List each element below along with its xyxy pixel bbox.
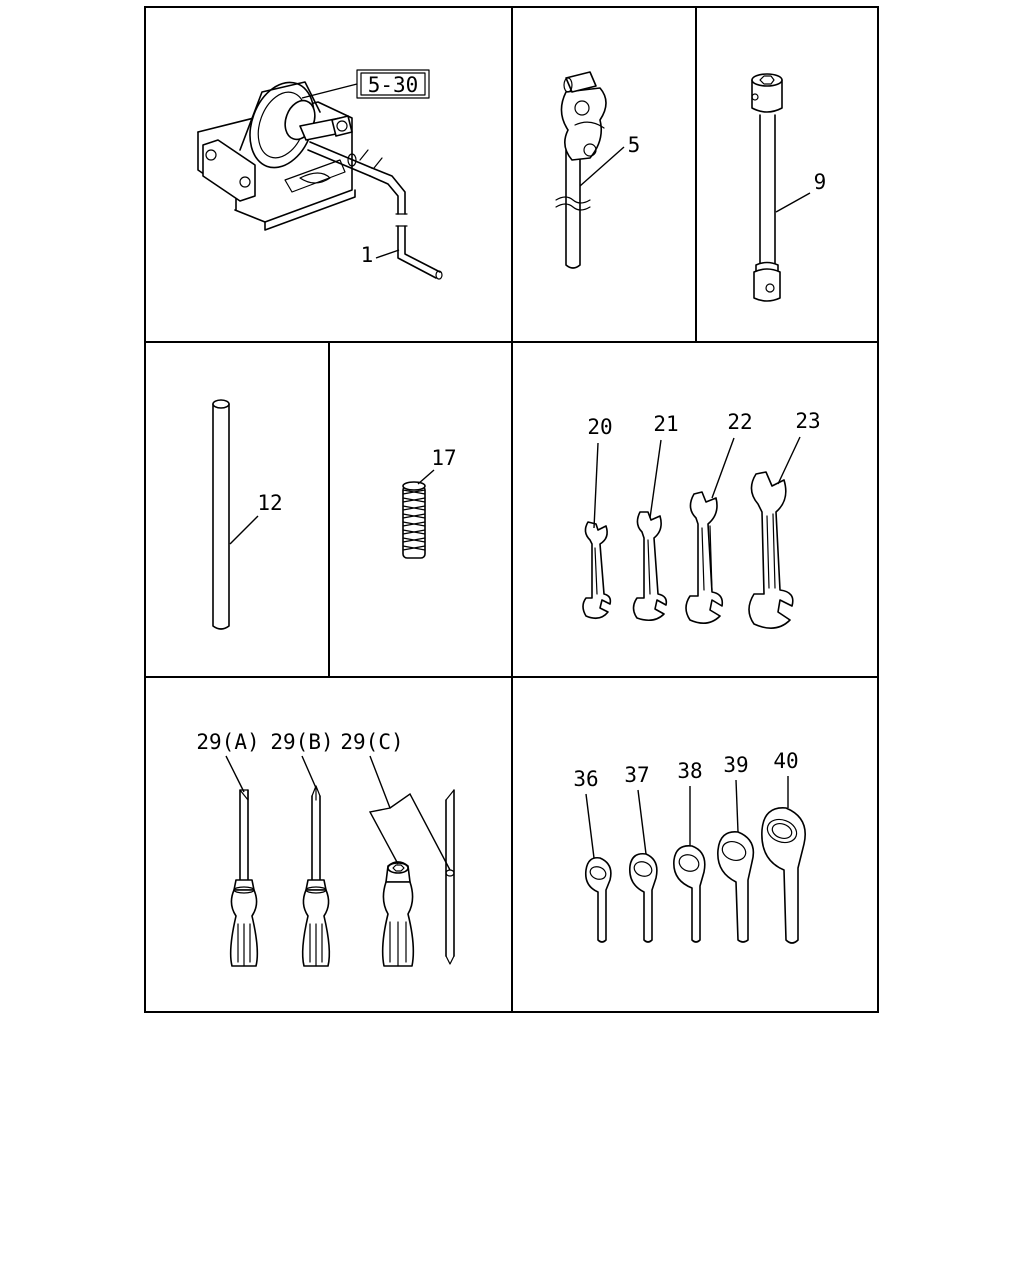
wrench-23-drawing [748, 471, 794, 629]
callout-21: 21 [649, 412, 679, 519]
part-number-17: 17 [431, 446, 456, 470]
wrench-37-drawing [628, 852, 658, 943]
callout-17: 17 [417, 446, 457, 485]
panel-clamp-handle: 5 [555, 71, 641, 269]
part-number-21: 21 [653, 412, 678, 436]
part-number-37: 37 [624, 763, 649, 787]
callout-29a: 29(A) [196, 730, 260, 793]
callout-9: 9 [775, 170, 827, 213]
rod-drawing [212, 399, 230, 630]
clamp-handle-drawing [555, 71, 607, 269]
panel-socket-wrench: 9 [751, 73, 827, 302]
panel-box-wrenches: 36 37 38 39 40 [573, 749, 806, 944]
wrench-22-drawing [685, 491, 724, 624]
screwdriver-29a-drawing [229, 789, 259, 967]
callout-40: 40 [773, 749, 799, 808]
part-number-36: 36 [573, 767, 598, 791]
callout-36: 36 [573, 767, 599, 859]
socket-wrench-drawing [751, 73, 783, 302]
screwdriver-29b-drawing [301, 785, 331, 967]
wrench-40-drawing [761, 807, 806, 944]
callout-37: 37 [624, 763, 650, 855]
label-box-5-30: 5-30 [301, 69, 430, 99]
callout-39: 39 [723, 753, 749, 833]
panel-spring: 17 [402, 446, 457, 559]
callout-1: 1 [361, 243, 400, 267]
wrench-21-drawing [632, 511, 668, 622]
part-number-23: 23 [795, 409, 820, 433]
wrench-39-drawing [717, 831, 755, 943]
panel-open-end-wrenches: 20 21 22 23 [582, 409, 821, 629]
callout-29c: 29(C) [340, 730, 451, 871]
part-number-22: 22 [727, 410, 752, 434]
screwdriver-29c-bit-drawing [445, 789, 455, 965]
callout-29b: 29(B) [270, 730, 334, 789]
spring-drawing [402, 481, 426, 559]
part-number-9: 9 [814, 170, 827, 194]
panel-rod: 12 [212, 399, 283, 630]
part-number-39: 39 [723, 753, 748, 777]
part-ref-5-30: 5-30 [368, 73, 419, 97]
callout-23: 23 [777, 409, 821, 485]
part-number-29a: 29(A) [196, 730, 259, 754]
part-number-38: 38 [677, 759, 702, 783]
part-number-20: 20 [587, 415, 612, 439]
wrench-20-drawing [582, 521, 612, 620]
winch-assembly-drawing [197, 81, 408, 231]
callout-12: 12 [229, 491, 283, 545]
panel-winch-handle: 5-30 1 [197, 69, 443, 280]
wrench-38-drawing [673, 844, 706, 943]
part-number-12: 12 [257, 491, 282, 515]
part-number-40: 40 [773, 749, 798, 773]
part-number-1: 1 [361, 243, 374, 267]
callout-5: 5 [579, 133, 641, 187]
part-number-5: 5 [628, 133, 641, 157]
part-number-29c: 29(C) [340, 730, 403, 754]
callout-20: 20 [587, 415, 613, 529]
grid-frame [144, 6, 879, 1013]
panel-screwdrivers: 29(A) 29(B) 29(C) [196, 730, 455, 967]
callout-22: 22 [711, 410, 753, 499]
wrench-36-drawing [584, 856, 612, 943]
part-number-29b: 29(B) [270, 730, 333, 754]
crank-handle-drawing [395, 225, 443, 280]
callout-38: 38 [677, 759, 703, 846]
screwdriver-29c-handle-drawing [381, 861, 415, 967]
